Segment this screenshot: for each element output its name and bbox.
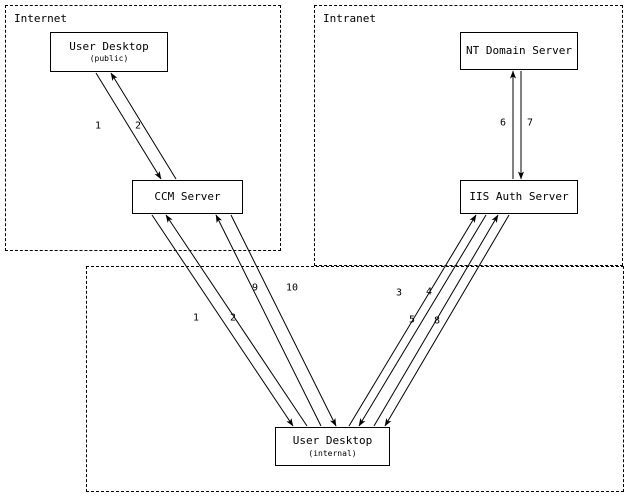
node-title: CCM Server (154, 189, 221, 203)
node-user-desktop-internal[interactable]: User Desktop (internal) (275, 427, 390, 466)
connector-c3 (151, 214, 294, 427)
step-label-s8: 8 (433, 315, 441, 327)
step-label-s5: 5 (408, 314, 416, 326)
connector-c10 (384, 214, 510, 427)
step-label-s1-bottom: 1 (192, 312, 200, 324)
connector-c8 (358, 214, 487, 427)
node-title: User Desktop (69, 39, 149, 53)
node-title: NT Domain Server (466, 43, 572, 57)
connector-c2 (110, 72, 177, 180)
node-subtitle: (public) (89, 54, 129, 64)
step-label-s3: 3 (395, 287, 403, 299)
step-label-s7: 7 (526, 117, 534, 129)
connector-c4 (165, 214, 308, 427)
zone-internet-label: Internet (14, 12, 67, 25)
node-user-desktop-public[interactable]: User Desktop (public) (50, 32, 168, 72)
step-label-s6: 6 (499, 117, 507, 129)
connector-c1 (95, 72, 162, 180)
node-title: IIS Auth Server (469, 189, 569, 203)
step-label-s2-top: 2 (134, 120, 142, 132)
step-label-s10: 10 (285, 282, 299, 294)
connector-c6 (230, 214, 337, 427)
node-subtitle: (internal) (308, 448, 357, 458)
step-label-s4: 4 (425, 286, 433, 298)
node-iis-auth-server[interactable]: IIS Auth Server (460, 180, 578, 214)
step-label-s9: 9 (251, 282, 259, 294)
node-ccm-server[interactable]: CCM Server (132, 180, 243, 214)
node-title: User Desktop (292, 434, 373, 448)
connector-c7 (348, 214, 477, 427)
step-label-s2-bottom: 2 (229, 312, 237, 324)
step-label-s1-top: 1 (94, 120, 102, 132)
zone-intranet-label: Intranet (323, 12, 376, 25)
connector-c9 (373, 214, 499, 427)
connector-c5 (215, 214, 322, 427)
node-nt-domain-server[interactable]: NT Domain Server (460, 32, 578, 70)
zone-internal-lan (86, 266, 624, 492)
zone-internet (5, 5, 281, 251)
